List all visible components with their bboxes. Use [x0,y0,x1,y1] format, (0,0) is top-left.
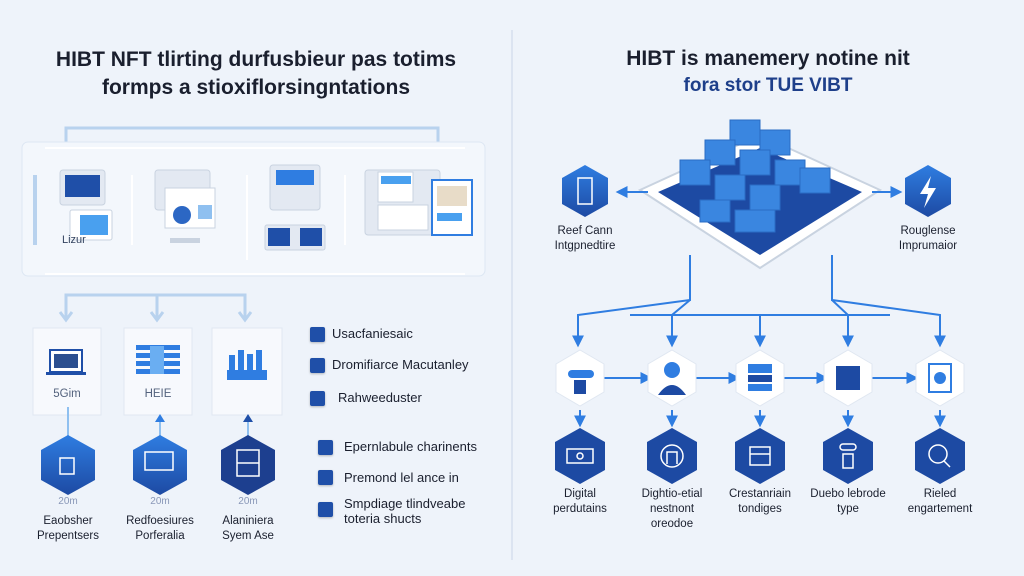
laptop-icon [46,349,86,375]
box-icon [735,428,785,484]
node-4-label-line: type [837,503,859,515]
bullet-item: Dromifiarce Macutanley [332,357,469,372]
hex-1-label-line2: Prepentsers [36,530,99,542]
monitor-user-icon [133,435,187,495]
hex-3-label-line1: Alaniniera [222,515,274,527]
hand-touch-icon [41,435,95,495]
bullet-item: Rahweeduster [338,390,422,405]
hex-2-label-line2: Porferalia [135,530,185,542]
node-3-label-line: tondiges [738,503,782,515]
node-2-label-line: Dightio-etial [641,488,703,500]
left-hexagons [41,435,275,495]
card-1-label: 5Gim [53,388,81,400]
right-title-line2: fora stor TUE VIBT [683,75,853,96]
side-left-label-line1: Reef Cann [557,225,613,237]
card-arrows [58,311,253,323]
stacked-documents-icon [136,345,180,374]
node-3-label: Crestanriain tondiges [710,487,810,517]
left-title-line1: HIBT NFT tlirting durfusbieur pas totims [55,48,457,71]
card-2-label: HEIE [144,388,172,400]
node-3-label-line: Crestanriain [729,488,791,500]
bottom-bracket [64,293,247,318]
factory-icon [227,350,267,380]
hex-1-label-line1: Eaobsher [43,515,93,527]
side-right-label-line1: Rouglense [900,225,956,237]
bullet-marker [318,470,333,485]
monitor-4-icon [364,169,473,236]
bullet-item: toteria shucts [344,511,422,526]
bullet-marker [318,502,333,517]
node-2-label: Dightio-etial nestnont oreodoe [622,487,722,532]
node-bottom-hexagons [555,428,965,484]
device-icon [823,428,873,484]
monitor-1-icon [59,169,113,241]
side-right-label-line2: Imprumaior [898,240,958,252]
bullet-marker [310,391,325,406]
right-title-line1: HIBT is manemery notine nit [626,47,910,70]
monitor-2-icon [154,169,216,243]
top-bracket [64,126,440,150]
monitor-3-icon [264,164,326,251]
bullet-marker [310,327,325,342]
hex-3-label-line2: Syem Ase [222,530,274,542]
bullet-item: Smpdiage tlindveabe [344,496,466,511]
node-4-label-line: Duebo lebrode [810,488,886,500]
node-4-label: Duebo lebrode type [798,487,898,517]
node-1-label-line: Digital [564,488,596,500]
cube-grid-icon [679,119,831,233]
blueprint-icon [221,435,275,495]
process-panel-dividers [45,147,465,275]
hex-2-label-line1: Redfoesiures [126,515,194,527]
node-1-label-line: perdutains [553,503,607,515]
hex-3-caption: 20m [238,496,258,507]
hex-2-caption: 20m [150,496,170,507]
hex-1-caption: 20m [58,496,78,507]
network-connectors [572,255,946,428]
bullet-item: Premond lel ance in [344,470,459,485]
node-5-label-line: engartement [907,503,973,515]
side-left-label-line2: Intgpnedtire [554,240,616,252]
nft-platform [637,119,883,270]
bullet-item: Usacfaniesaic [332,326,413,341]
bullet-item: Epernlabule charinents [344,439,477,454]
cards [32,327,283,416]
card-icon [555,428,605,484]
server-icon [562,165,608,217]
node-5-label: Rieled engartement [890,487,990,517]
panel-caption: Lizur [62,234,86,246]
search-icon [915,428,965,484]
left-title-line2: formps a stioxiflorsingntations [101,76,411,99]
brain-icon [647,428,697,484]
bullet-marker [318,440,333,455]
node-2-label-line: oreodoe [650,518,694,530]
node-5-label-line: Rieled [923,488,957,500]
node-1-label: Digital perdutains [530,487,630,517]
node-2-label-line: nestnont [649,503,695,515]
bullet-marker [310,358,325,373]
